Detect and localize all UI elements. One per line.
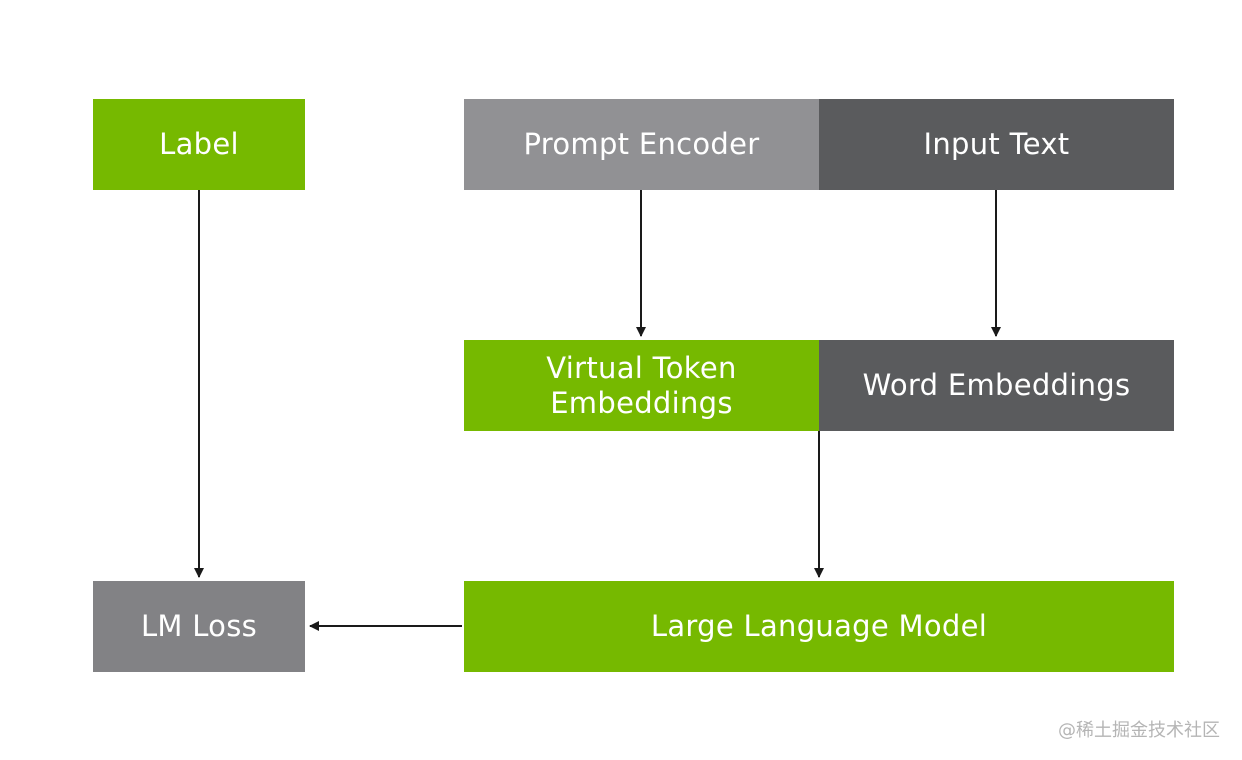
lm-loss-node: LM Loss <box>93 581 305 672</box>
word-embeddings-node: Word Embeddings <box>819 340 1174 431</box>
label-node: Label <box>93 99 305 190</box>
virtual-token-line-2: Embeddings <box>550 385 733 420</box>
large-language-model-node: Large Language Model <box>464 581 1174 672</box>
input-text-node-text: Input Text <box>923 127 1070 162</box>
word-embeddings-node-text: Word Embeddings <box>862 368 1131 403</box>
watermark: @稀土掘金技术社区 <box>1058 720 1220 741</box>
label-node-text: Label <box>159 127 239 162</box>
lm-loss-node-text: LM Loss <box>140 609 258 644</box>
virtual-token-line-1: Virtual Token <box>546 351 737 386</box>
prompt-encoder-node: Prompt Encoder <box>464 99 819 190</box>
virtual-token-embeddings-node: Virtual Token Embeddings <box>464 340 819 431</box>
input-text-node: Input Text <box>819 99 1174 190</box>
large-language-model-node-text: Large Language Model <box>650 609 988 644</box>
prompt-encoder-node-text: Prompt Encoder <box>523 127 760 162</box>
